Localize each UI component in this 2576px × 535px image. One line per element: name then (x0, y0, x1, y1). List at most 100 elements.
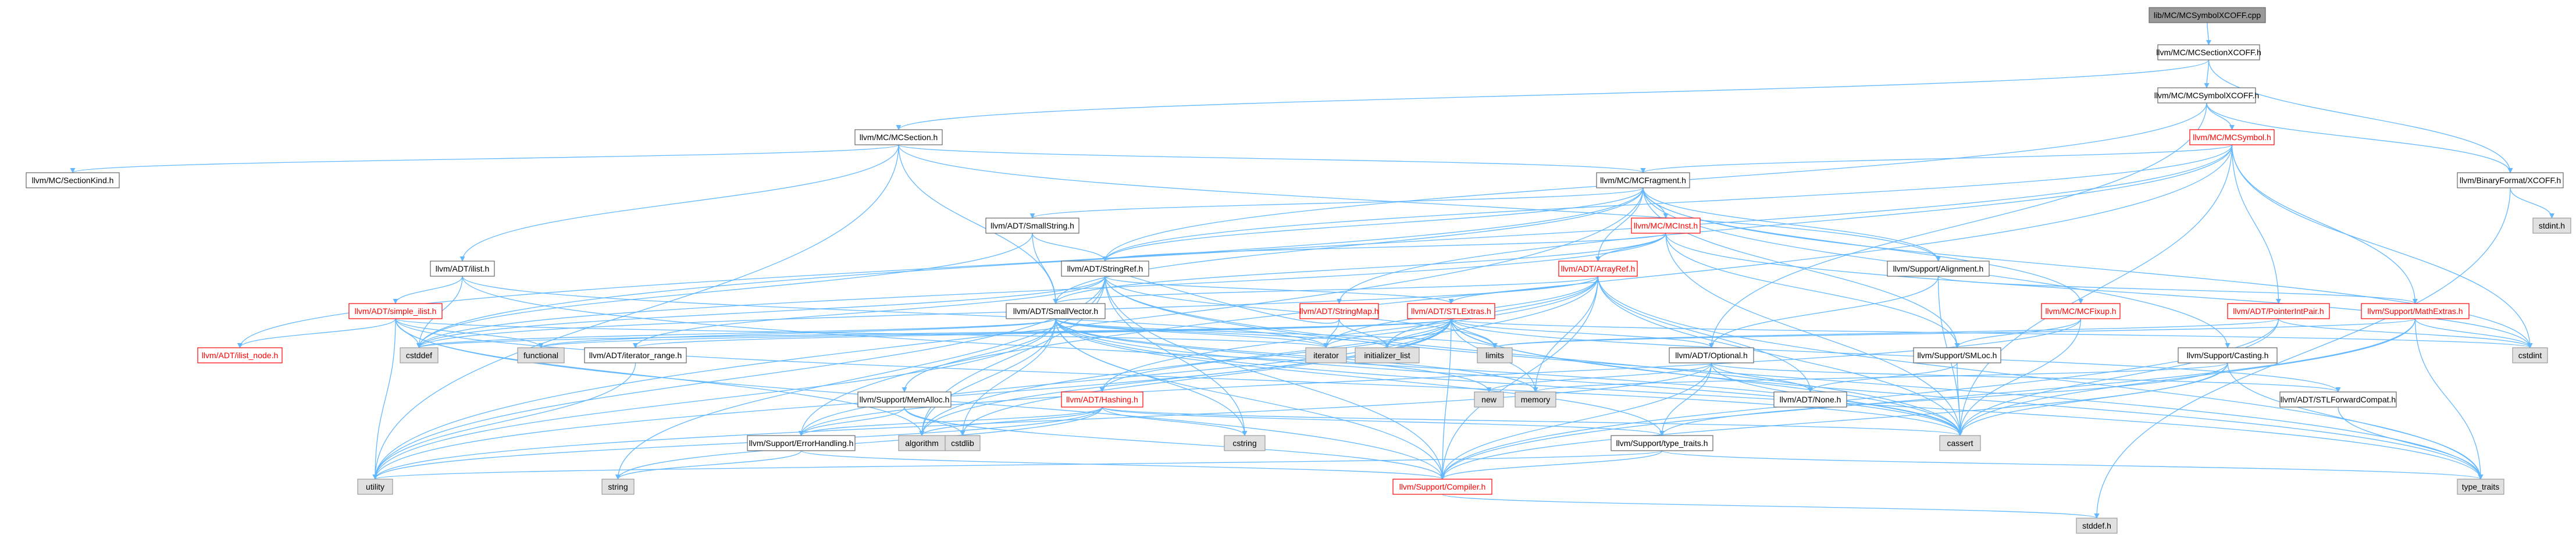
node-initlist: initializer_list (1355, 347, 1420, 363)
edge-errorhandling-to-compiler (800, 450, 1445, 480)
node-memalloc[interactable]: llvm/Support/MemAlloc.h (857, 391, 952, 408)
node-box (1887, 261, 1990, 277)
node-label: stdint.h (2539, 221, 2565, 230)
node-none[interactable]: llvm/ADT/None.h (1773, 391, 1847, 408)
node-label: llvm/Support/Casting.h (2187, 351, 2269, 360)
node-binaryxcoff[interactable]: llvm/BinaryFormat/XCOFF.h (2457, 172, 2564, 188)
edge-hashing-to-string (615, 406, 1103, 480)
node-box (430, 261, 495, 277)
edge-root-to-mcsectionxcoff (2206, 22, 2212, 45)
edge-stlextras-to-initlist (1384, 318, 1452, 348)
node-box (1006, 303, 1106, 319)
edge-mcfragment-to-cstdint (1642, 187, 2533, 348)
node-mcinst[interactable]: llvm/MC/MCInst.h (1631, 217, 1701, 234)
node-box (517, 347, 565, 363)
node-mcsectionxcoff[interactable]: llvm/MC/MCSectionXCOFF.h (2156, 44, 2261, 60)
edge-casting-to-cassert (1957, 362, 2228, 436)
edge-mcinst-to-stringref (1102, 233, 1666, 262)
edge-mcsymbol-to-pointerintpair (2231, 144, 2282, 304)
node-box (1061, 391, 1143, 408)
node-label: llvm/MC/SectionKind.h (32, 176, 114, 185)
node-label: llvm/Support/Alignment.h (1893, 264, 1984, 273)
node-label: cstring (1232, 438, 1256, 448)
node-box (348, 303, 443, 319)
node-optional[interactable]: llvm/ADT/Optional.h (1669, 347, 1754, 363)
edge-smallvector-to-utility (372, 318, 1056, 480)
edge-smallvector-to-algorithm (919, 318, 1056, 436)
node-smallvector[interactable]: llvm/ADT/SmallVector.h (1006, 303, 1106, 319)
edge-layer (70, 22, 2555, 519)
node-box (1596, 172, 1690, 188)
edge-stringref-to-cstring (1104, 276, 1248, 436)
node-stlextras[interactable]: llvm/ADT/STLExtras.h (1407, 303, 1495, 319)
node-mcsection[interactable]: llvm/MC/MCSection.h (854, 129, 943, 145)
edge-optional-to-compiler (1440, 362, 1712, 480)
node-mcsectionkind[interactable]: llvm/MC/SectionKind.h (26, 172, 120, 188)
node-mcfragment[interactable]: llvm/MC/MCFragment.h (1596, 172, 1690, 188)
node-typetraits[interactable]: llvm/Support/type_traits.h (1611, 435, 1713, 451)
edge-mcsection-to-smallvector (898, 144, 1059, 304)
node-label: llvm/ADT/ArrayRef.h (1561, 264, 1636, 273)
edge-mcsymbolxcoff-to-binaryxcoff (2206, 102, 2513, 173)
edge-smallvector-to-cassert (1055, 318, 1963, 436)
node-smallstring[interactable]: llvm/ADT/SmallString.h (985, 217, 1079, 234)
node-label: llvm/MC/MCFragment.h (1600, 176, 1686, 185)
node-label: llvm/Support/SMLoc.h (1918, 351, 1997, 360)
node-label: cstddef (406, 351, 432, 360)
edge-stlextras-to-hashing (1099, 318, 1452, 393)
node-casting[interactable]: llvm/Support/Casting.h (2178, 347, 2278, 363)
node-label: llvm/Support/MathExtras.h (2367, 306, 2463, 316)
node-label: llvm/ADT/iterator_range.h (589, 351, 682, 360)
node-root[interactable]: lib/MC/MCSymbolXCOFF.cpp (2149, 7, 2266, 23)
edge-stlextras-to-optional (1451, 318, 1714, 348)
node-stringmap[interactable]: llvm/ADT/StringMap.h (1299, 303, 1379, 319)
node-memory: memory (1515, 391, 1556, 408)
node-cstdint: cstdint (2512, 347, 2548, 363)
node-stlforwardcompat[interactable]: llvm/ADT/STLForwardCompat.h (2279, 391, 2397, 408)
edge-mcsymbolxcoff-to-optional (1708, 102, 2207, 348)
node-cstdlib: cstdlib (945, 435, 981, 451)
node-mcsymbol[interactable]: llvm/MC/MCSymbol.h (2189, 129, 2275, 145)
edge-stlextras-to-cstdlib (960, 318, 1452, 436)
edge-alignment-to-optional (1709, 276, 1939, 348)
edge-ilist-to-simpleilist (393, 276, 463, 304)
node-label: initializer_list (1364, 351, 1410, 360)
node-ilist[interactable]: llvm/ADT/ilist.h (430, 261, 495, 277)
node-arrayref[interactable]: llvm/ADT/ArrayRef.h (1558, 261, 1638, 277)
node-label: llvm/Support/MemAlloc.h (860, 395, 950, 404)
node-pointerintpair[interactable]: llvm/ADT/PointerIntPair.h (2227, 303, 2330, 319)
edge-memalloc-to-compiler (904, 406, 1445, 480)
edge-simpleilist-to-algorithm (395, 318, 925, 436)
node-stringref[interactable]: llvm/ADT/StringRef.h (1061, 261, 1149, 277)
node-box (1669, 347, 1754, 363)
edge-mcsectionxcoff-to-mcsection (896, 59, 2210, 130)
node-compiler[interactable]: llvm/Support/Compiler.h (1392, 479, 1492, 495)
node-label: llvm/MC/MCFixup.h (2045, 306, 2116, 316)
edge-optional-to-utility (372, 362, 1712, 480)
edge-mcsymbol-to-cstdint (2231, 144, 2533, 348)
node-box (1061, 261, 1149, 277)
node-mcsymbolxcoff[interactable]: llvm/MC/MCSymbolXCOFF.h (2154, 87, 2259, 104)
edge-stlextras-to-iterator (1323, 318, 1452, 348)
edge-mcsymbol-to-errorhandling (799, 144, 2233, 436)
node-iteratorrange[interactable]: llvm/ADT/iterator_range.h (584, 347, 687, 363)
node-label: llvm/Support/ErrorHandling.h (749, 438, 854, 448)
node-mcfixup[interactable]: llvm/MC/MCFixup.h (2041, 303, 2121, 319)
edge-smallstring-to-cstddef (416, 233, 1033, 348)
node-errorhandling[interactable]: llvm/Support/ErrorHandling.h (747, 435, 856, 451)
node-label: llvm/ADT/simple_ilist.h (355, 306, 437, 316)
node-hashing[interactable]: llvm/ADT/Hashing.h (1061, 391, 1143, 408)
node-ilistnode[interactable]: llvm/ADT/ilist_node.h (197, 347, 283, 363)
edge-casting-to-memory (1533, 362, 2228, 393)
node-alignment[interactable]: llvm/Support/Alignment.h (1887, 261, 1990, 277)
edge-memalloc-to-cstdlib (904, 406, 965, 436)
node-box (601, 479, 635, 495)
node-box (2512, 347, 2548, 363)
node-simpleilist[interactable]: llvm/ADT/simple_ilist.h (348, 303, 443, 319)
node-box (2457, 172, 2564, 188)
edge-stlextras-to-stlforwardcompat (1451, 318, 2341, 393)
node-smloc[interactable]: llvm/Support/SMLoc.h (1913, 347, 2001, 363)
node-mathextras[interactable]: llvm/Support/MathExtras.h (2361, 303, 2470, 319)
node-box (2457, 479, 2504, 495)
node-box (1631, 217, 1701, 234)
